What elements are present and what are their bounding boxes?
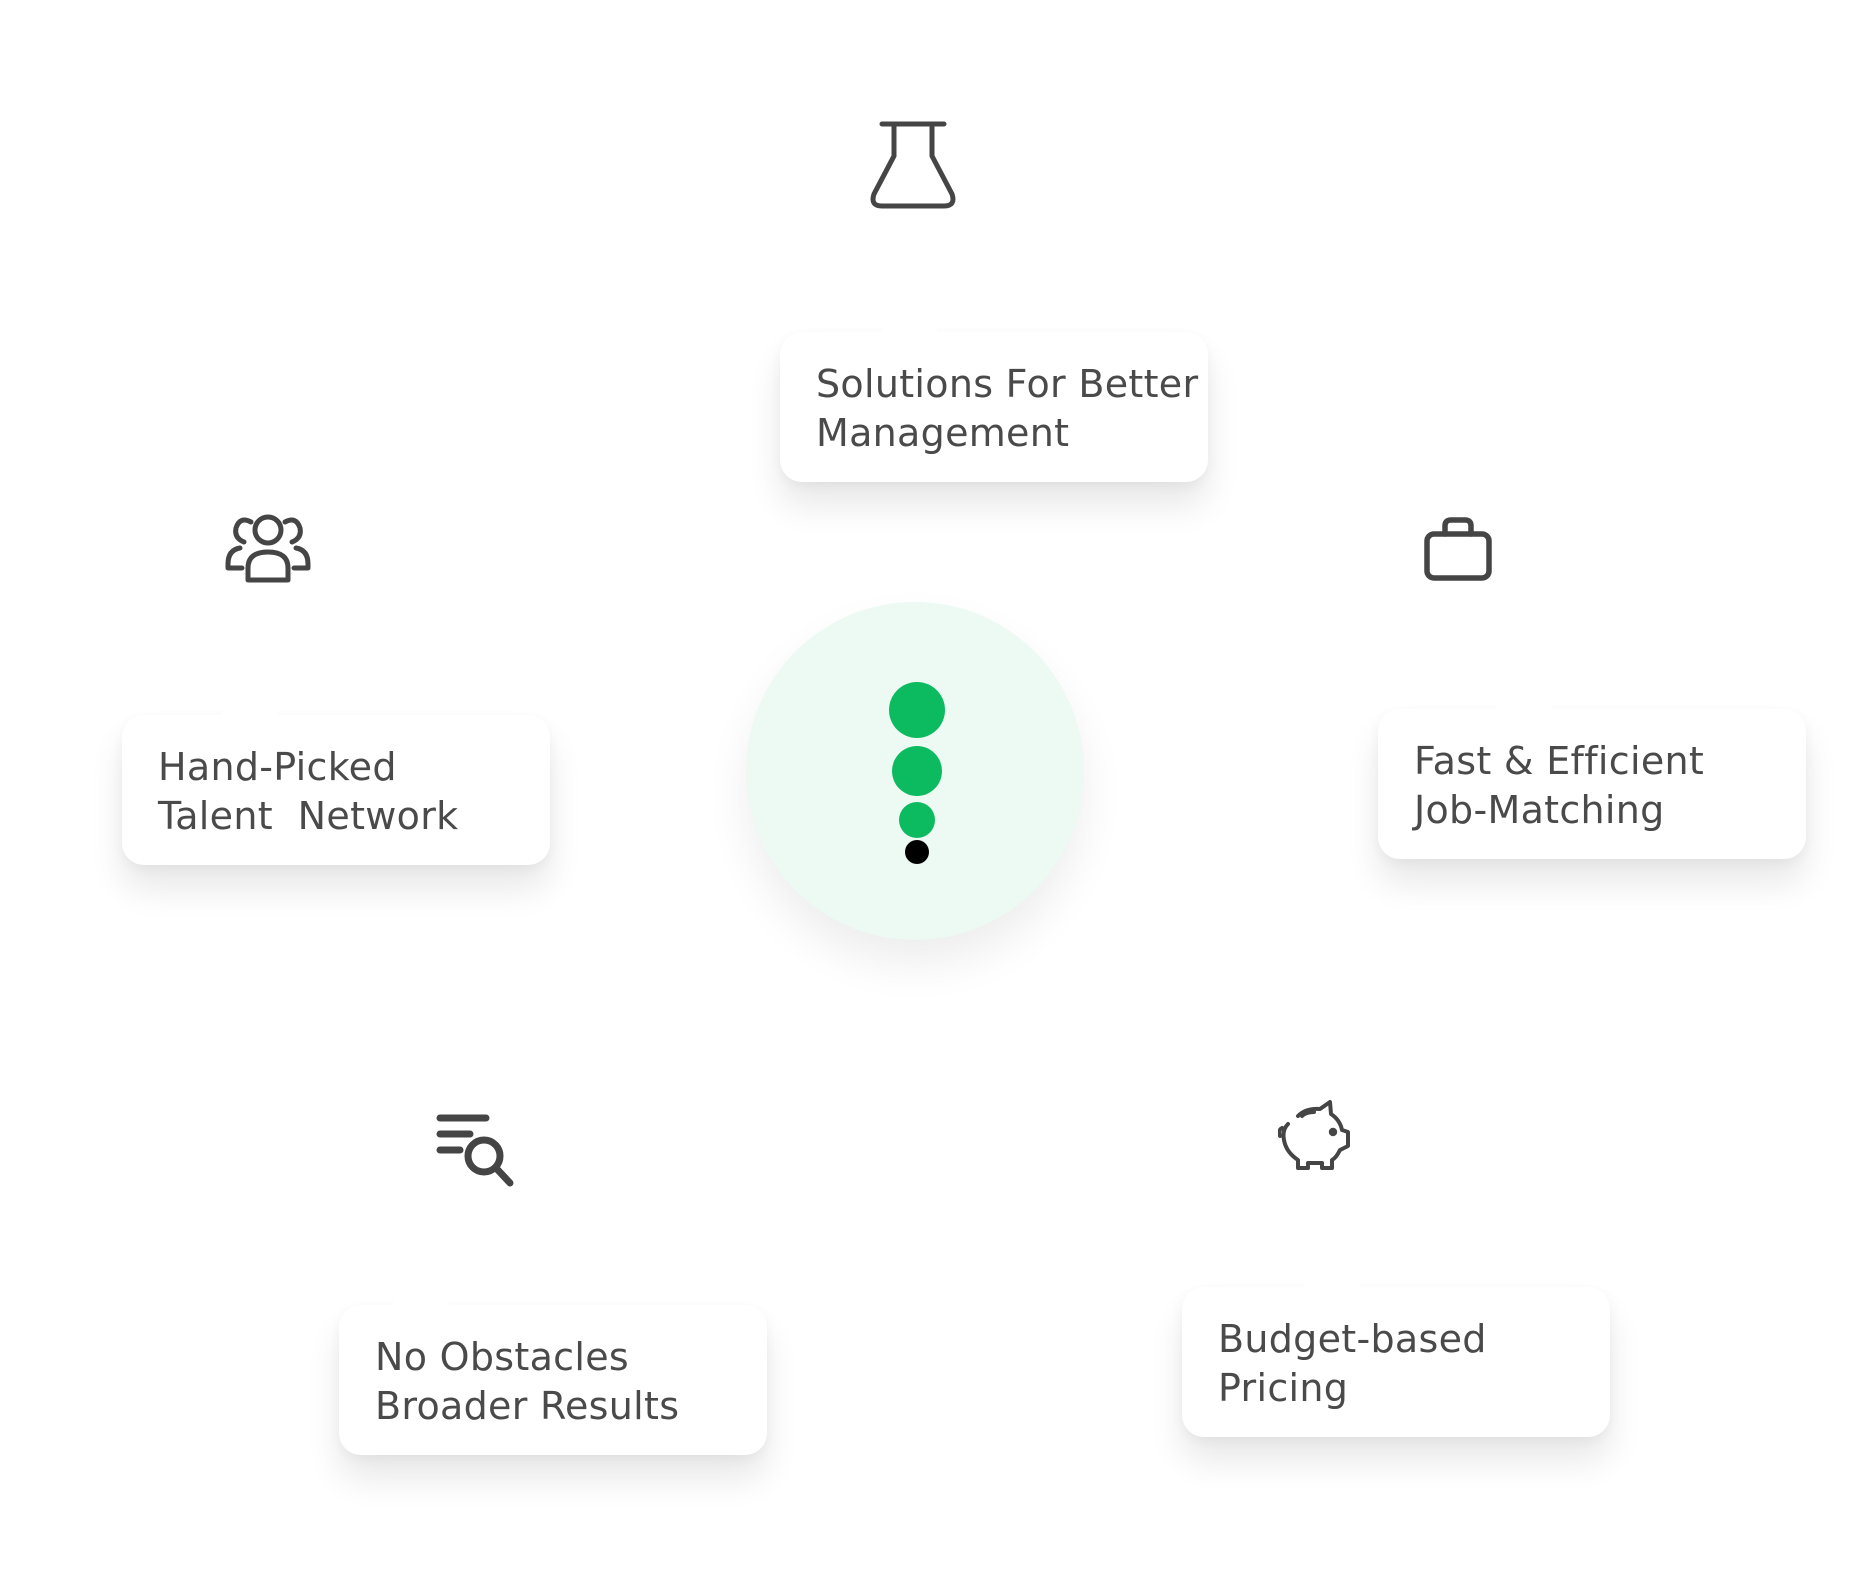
logo-dot-black: [905, 840, 929, 864]
card-pricing-line-2: Pricing: [1218, 1366, 1349, 1410]
card-pricing-line-1: Budget-based: [1218, 1317, 1487, 1361]
card-matching-line-2: Job-Matching: [1414, 788, 1665, 832]
users-icon: [224, 512, 312, 584]
flask-icon: [868, 120, 958, 212]
card-pricing: Budget-based Pricing: [1182, 1287, 1610, 1437]
search-list-icon: [436, 1112, 516, 1192]
card-talent: Hand-Picked Talent Network: [122, 715, 550, 865]
center-hub: [746, 602, 1084, 940]
logo-dot-medium: [892, 746, 942, 796]
card-management-line-1: Solutions For Better: [816, 362, 1199, 406]
card-management: Solutions For Better Management: [780, 332, 1208, 482]
card-search-line-2: Broader Results: [375, 1384, 680, 1428]
card-management-line-2: Management: [816, 411, 1070, 455]
piggy-bank-icon: [1278, 1100, 1352, 1170]
card-search-line-1: No Obstacles: [375, 1335, 629, 1379]
card-talent-line-1: Hand-Picked: [158, 745, 397, 789]
card-matching: Fast & Efficient Job-Matching: [1378, 709, 1806, 859]
briefcase-icon: [1423, 516, 1493, 582]
card-matching-line-1: Fast & Efficient: [1414, 739, 1705, 783]
logo-dot-large: [889, 682, 945, 738]
card-talent-line-2: Talent Network: [158, 794, 459, 838]
card-search: No Obstacles Broader Results: [339, 1305, 767, 1455]
logo-dot-small: [899, 802, 935, 838]
